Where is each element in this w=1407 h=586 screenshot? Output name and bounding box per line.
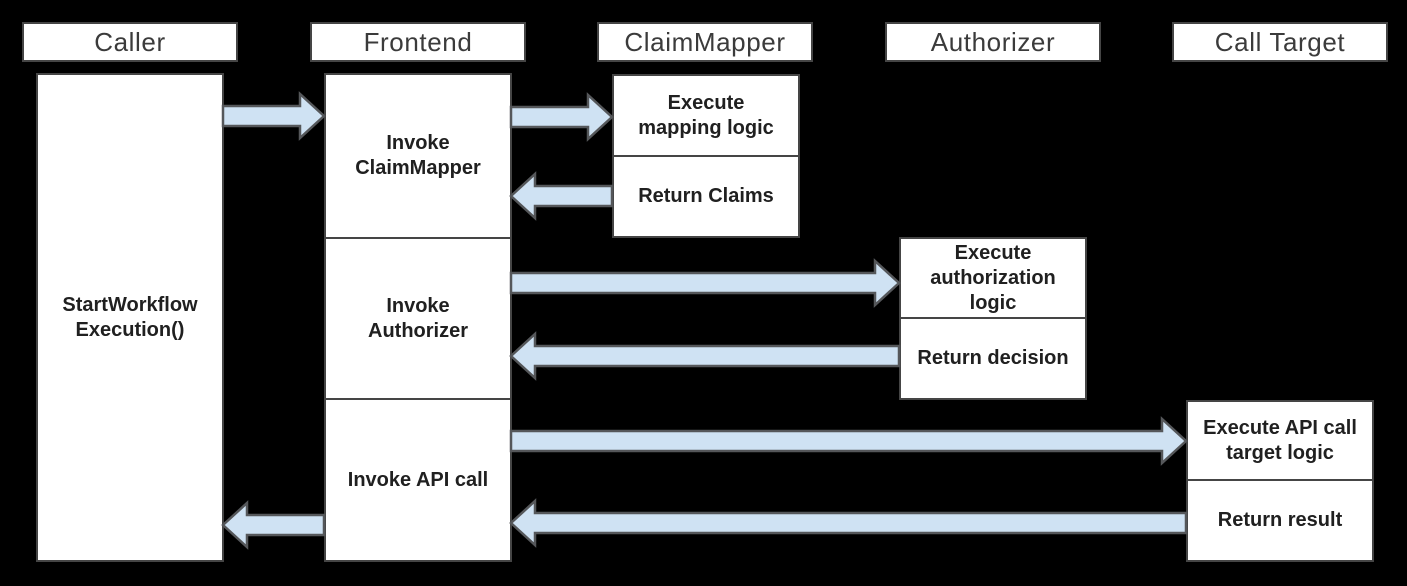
flow-arrow-caller-frontend-call	[221, 91, 326, 141]
flow-arrow-frontend-claimmapper-call	[509, 92, 614, 142]
activity-invoke-claimmapper: Invoke ClaimMapper	[324, 73, 512, 239]
lane-header-authorizer: Authorizer	[885, 22, 1101, 62]
flow-arrow-claimmapper-frontend-return	[509, 171, 614, 221]
flow-arrow-frontend-caller-return	[221, 500, 326, 550]
activity-execute-authorization-logic: Execute authorization logic	[899, 237, 1087, 319]
activity-invoke-api-call: Invoke API call	[324, 398, 512, 562]
activity-return-decision: Return decision	[899, 317, 1087, 400]
flow-arrow-calltarget-frontend-return	[509, 498, 1188, 548]
activity-return-result: Return result	[1186, 479, 1374, 562]
activity-execute-mapping-logic: Execute mapping logic	[612, 74, 800, 157]
activity-invoke-authorizer: Invoke Authorizer	[324, 237, 512, 400]
flow-arrow-frontend-calltarget-call	[509, 416, 1188, 466]
lane-header-frontend: Frontend	[310, 22, 526, 62]
flow-arrow-frontend-authorizer-call	[509, 258, 901, 308]
lane-header-call-target: Call Target	[1172, 22, 1388, 62]
flow-arrow-authorizer-frontend-return	[509, 331, 901, 381]
activity-return-claims: Return Claims	[612, 155, 800, 238]
activity-start-workflow-execution: StartWorkflow Execution()	[36, 73, 224, 562]
lane-header-caller: Caller	[22, 22, 238, 62]
lane-header-claimmapper: ClaimMapper	[597, 22, 813, 62]
activity-execute-api-call-target-logic: Execute API call target logic	[1186, 400, 1374, 481]
